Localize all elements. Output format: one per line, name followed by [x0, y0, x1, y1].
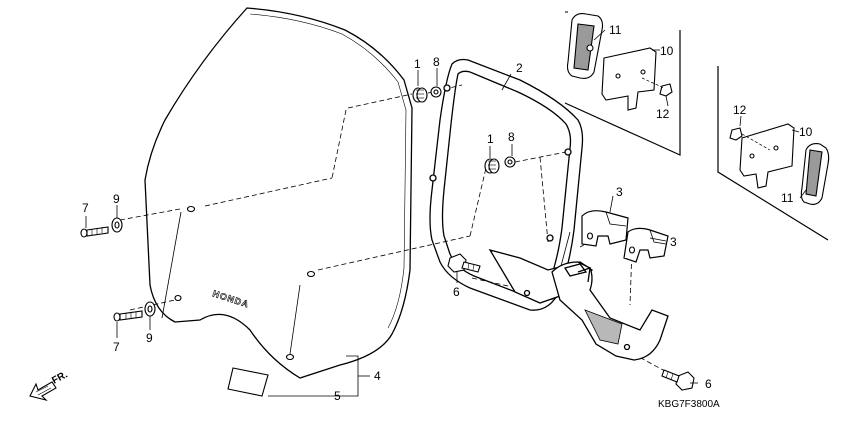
callout-6-upper: 6 — [453, 285, 460, 299]
decal-sticker — [227, 367, 269, 397]
callout-3-upper: 3 — [616, 185, 623, 199]
callout-4: 4 — [374, 369, 381, 383]
callout-7-lower: 7 — [113, 340, 120, 354]
callout-12-lower: 12 — [733, 103, 747, 117]
windscreen: HONDA — [144, 7, 413, 379]
callout-9-upper: 9 — [113, 192, 120, 206]
alignment-lines — [119, 84, 679, 379]
callout-3-lower: 3 — [670, 235, 677, 249]
callout-10-lower: 10 — [799, 125, 813, 139]
callout-5: 5 — [334, 389, 341, 403]
callout-7-upper: 7 — [82, 201, 89, 215]
diagram-code: KBG7F3800A — [658, 399, 720, 410]
inset-right-reflector-upper — [564, 11, 681, 156]
callout-8-middle: 8 — [508, 130, 515, 144]
washer-nut-middle — [504, 156, 516, 168]
callout-6-lower: 6 — [705, 377, 712, 391]
leader-lines — [85, 29, 807, 397]
front-direction-arrow-icon — [29, 381, 57, 402]
inset-right-reflector-lower — [717, 66, 830, 241]
callout-2: 2 — [516, 61, 523, 75]
washer-nut-upper — [430, 86, 442, 98]
callout-8-upper: 8 — [433, 55, 440, 69]
callout-10-upper: 10 — [660, 44, 674, 58]
callout-12-upper: 12 — [656, 107, 670, 121]
grommet-upper — [412, 87, 428, 103]
callout-labels: 1 1 2 3 3 4 5 6 6 7 7 8 8 9 9 10 10 11 1… — [50, 23, 812, 410]
screw-upper-left — [80, 226, 109, 238]
bolt-lower — [661, 369, 695, 391]
callout-1-upper: 1 — [414, 57, 421, 71]
clamp-lower — [623, 227, 669, 263]
grommet-middle — [484, 158, 500, 174]
front-direction-label: FR. — [50, 369, 70, 386]
callout-9-lower: 9 — [146, 331, 153, 345]
callout-11-upper: 11 — [609, 23, 622, 37]
brand-mark: HONDA — [211, 288, 250, 309]
washer-upper-left — [111, 217, 123, 233]
screw-lower-left — [113, 310, 143, 322]
callout-11-lower: 11 — [781, 191, 794, 205]
clamp-upper — [581, 210, 629, 247]
callout-1-middle: 1 — [487, 132, 494, 146]
washer-lower-left — [144, 301, 156, 317]
lower-bracket-arm — [551, 261, 669, 361]
bolt-upper — [447, 253, 481, 273]
